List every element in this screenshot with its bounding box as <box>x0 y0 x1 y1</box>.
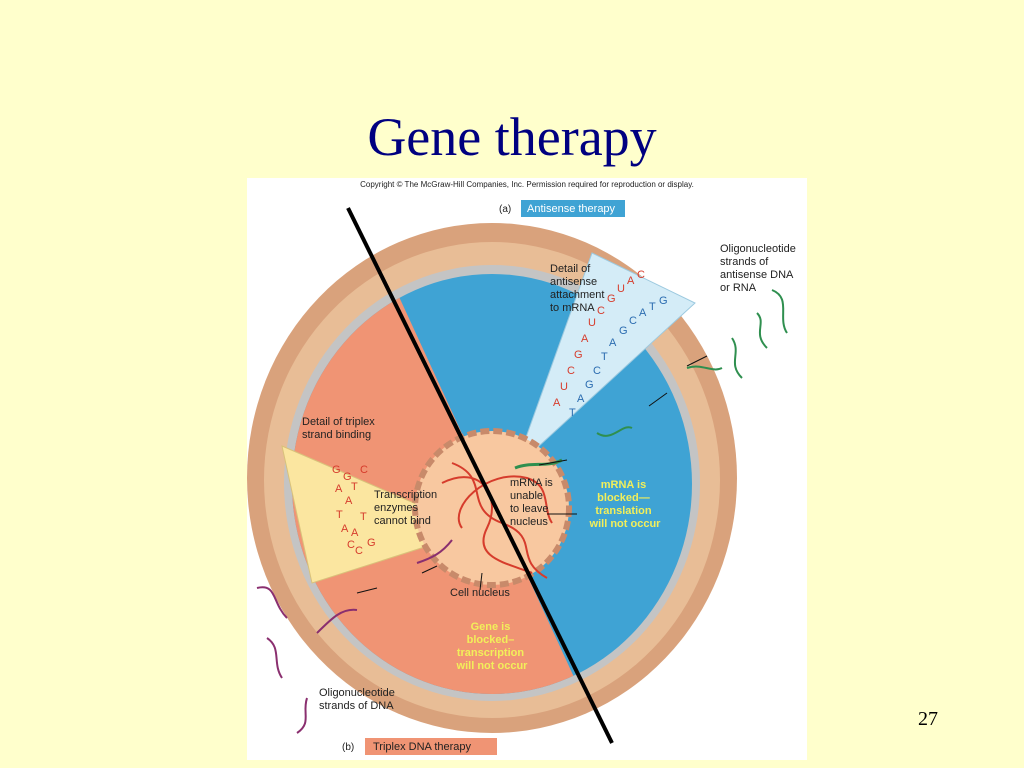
triplex-base: A <box>351 527 359 539</box>
triplex-detail-label: Detail of triplex strand binding <box>302 416 378 441</box>
triplex-base: A <box>341 523 349 535</box>
triplex-base: A <box>345 495 353 507</box>
mrna-base: G <box>574 349 583 361</box>
oligo-strand <box>771 289 788 334</box>
oligo-strand <box>731 337 743 379</box>
mrna-base: A <box>581 333 589 345</box>
triplex-tag-label: Triplex DNA therapy <box>373 741 472 753</box>
oligo-strand <box>296 697 308 734</box>
triplex-base: C <box>355 545 363 557</box>
mrna-base: U <box>560 381 568 393</box>
page-number: 27 <box>918 708 938 730</box>
antisense-tag-label: Antisense therapy <box>527 203 616 215</box>
part-a-letter: (a) <box>499 204 511 215</box>
oligo-rna-label: Oligonucleotide strands of antisense DNA… <box>720 243 799 294</box>
cell-nucleus-label: Cell nucleus <box>450 587 510 599</box>
triplex-base: G <box>343 471 352 483</box>
divider-line <box>346 207 614 744</box>
antisense-base: A <box>609 337 617 349</box>
triplex-base: G <box>367 537 376 549</box>
antisense-base-pairs: A U C G A U C G U A C T A G C T A G C A … <box>553 269 668 419</box>
triplex-base: C <box>360 464 368 476</box>
antisense-base: T <box>601 351 608 363</box>
gene-therapy-diagram: A U C G A U C G U A C T A G C T A G C A … <box>247 180 799 755</box>
mrna-base: A <box>553 397 561 409</box>
antisense-base: T <box>569 407 576 419</box>
antisense-detail-wedge <box>514 252 696 469</box>
oligo-strand <box>756 312 768 349</box>
oligo-dna-label: Oligonucleotide strands of DNA <box>319 687 398 712</box>
translation-note: mRNA is blocked— translation will not oc… <box>589 479 662 530</box>
mrna-base: A <box>627 275 635 287</box>
oligo-strand <box>256 586 288 619</box>
triplex-base: T <box>351 481 358 493</box>
oligo-strands-green <box>596 289 788 437</box>
arrow <box>686 355 708 367</box>
antisense-base: A <box>577 393 585 405</box>
antisense-base: G <box>659 295 668 307</box>
oligo-strand <box>686 365 723 371</box>
antisense-base: G <box>619 325 628 337</box>
arrow <box>421 565 438 574</box>
mrna-base: C <box>597 305 605 317</box>
mrna-base: G <box>607 293 616 305</box>
triplex-base: T <box>336 509 343 521</box>
mrna-base: C <box>567 365 575 377</box>
oligo-strand <box>266 637 283 679</box>
antisense-tag <box>521 200 625 217</box>
arrow <box>356 587 378 594</box>
antisense-base: A <box>639 307 647 319</box>
triplex-tag <box>365 738 497 755</box>
dna-strand-2 <box>441 476 533 574</box>
oligo-strands-purple <box>256 539 453 734</box>
antisense-base: C <box>629 315 637 327</box>
slide-title: Gene therapy <box>367 107 657 167</box>
oligo-strand <box>316 608 358 634</box>
copyright-text: Copyright © The McGraw-Hill Companies, I… <box>360 180 694 189</box>
mrna-base: U <box>588 317 596 329</box>
triplex-base: C <box>347 539 355 551</box>
mrna-base: C <box>637 269 645 281</box>
arrows <box>356 355 708 594</box>
gene-note: Gene is blocked– transcription will not … <box>456 621 529 672</box>
transcription-note: Transcription enzymes cannot bind <box>374 489 440 527</box>
part-b-letter: (b) <box>342 742 354 753</box>
antisense-base: G <box>585 379 594 391</box>
triplex-base: G <box>332 464 341 476</box>
triplex-base: A <box>335 483 343 495</box>
antisense-base: C <box>593 365 601 377</box>
antisense-detail-label: Detail of antisense attachment to mRNA <box>550 263 607 314</box>
arrow <box>479 572 483 591</box>
antisense-base: T <box>649 301 656 313</box>
arrow <box>648 392 668 407</box>
oligo-strand <box>596 426 633 437</box>
oligo-strand <box>416 539 453 564</box>
mrna-base: U <box>617 283 625 295</box>
mrna-note: mRNA is unable to leave nucleus <box>510 477 556 528</box>
gene-therapy-figure: A U C G A U C G U A C T A G C T A G C A … <box>247 178 807 760</box>
triplex-base: T <box>360 511 367 523</box>
arrow <box>538 459 568 466</box>
dna-strand-3 <box>457 475 553 529</box>
triplex-base-letters: G C G T A A T T A A C C G <box>332 464 376 557</box>
